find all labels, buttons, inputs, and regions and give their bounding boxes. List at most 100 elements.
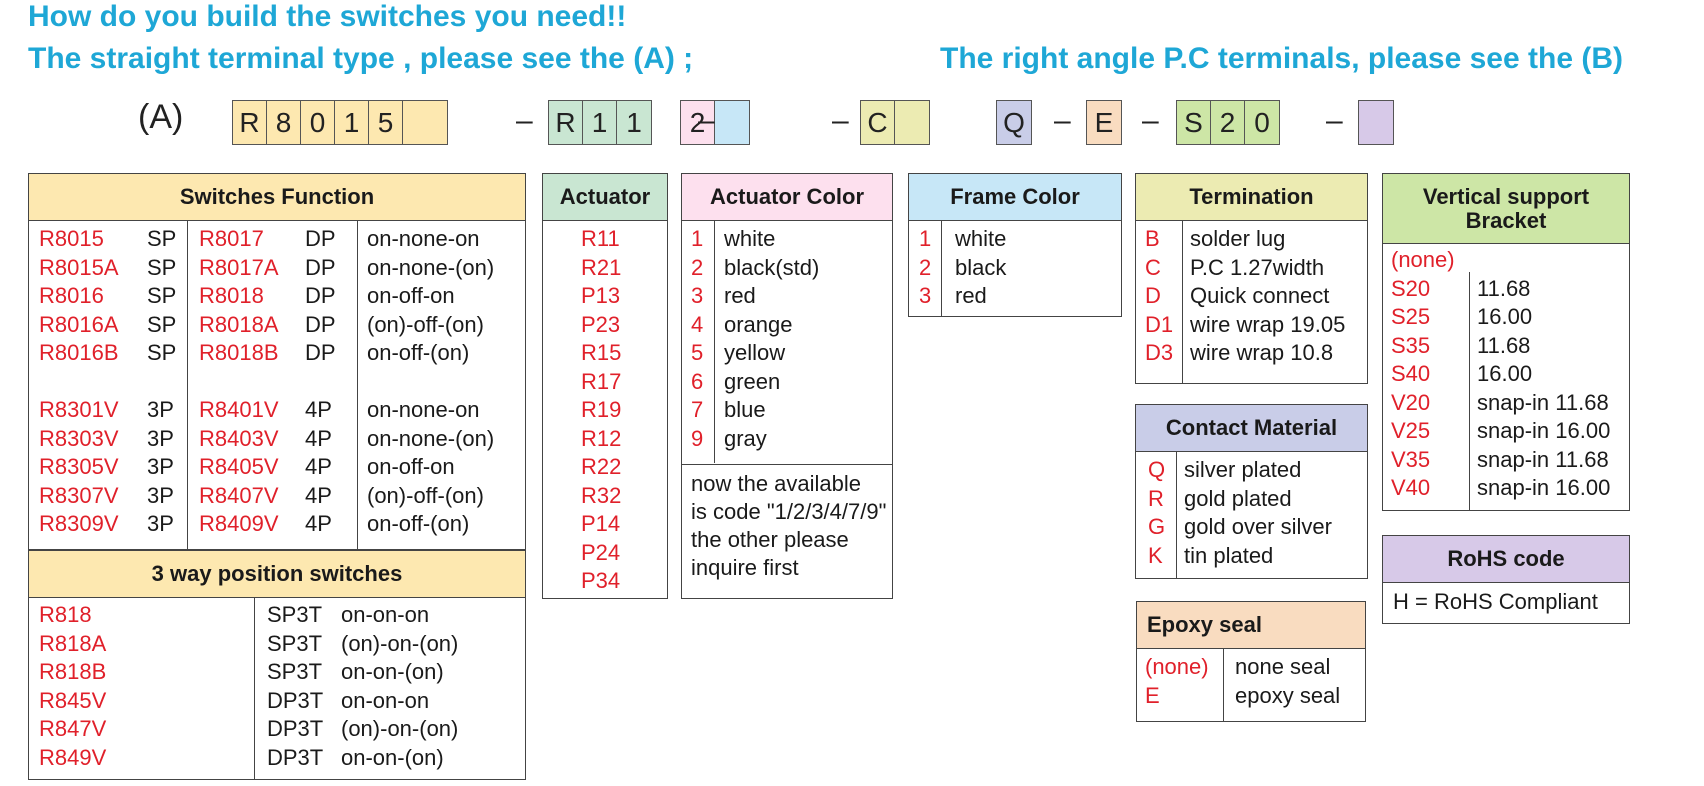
switch-cell: R8018A: [199, 311, 279, 337]
code-group-5: Q: [996, 100, 1032, 145]
color-code: 1: [691, 226, 704, 251]
actuator-code: P24: [581, 539, 621, 565]
termination-code: C: [1145, 254, 1161, 280]
actuator-code: R11: [581, 226, 620, 251]
color-code: 9: [691, 425, 704, 451]
three-way-code: R845V: [39, 687, 107, 713]
actuator-code: R32: [581, 482, 622, 508]
code-cell: [1359, 101, 1393, 144]
table-header: RoHS code: [1383, 536, 1629, 583]
table-header: Contact Material: [1136, 405, 1367, 452]
table-header: Epoxy seal: [1137, 602, 1365, 649]
rohs-text: H = RoHS Compliant: [1393, 589, 1598, 614]
color-note: inquire first: [691, 555, 799, 580]
switch-cell: R8305V: [39, 454, 119, 479]
code-group-6: E: [1086, 100, 1122, 145]
termination-name: wire wrap 10.8: [1190, 340, 1334, 365]
switch-cell: on-off-(on): [367, 340, 470, 365]
code-cell: [895, 101, 929, 144]
three-way-code: R849V: [39, 744, 107, 770]
switch-cell: on-none-on: [367, 226, 480, 251]
frame-code: 2: [919, 254, 932, 280]
color-note: now the available: [691, 471, 862, 496]
switch-cell: on-off-on: [367, 283, 455, 308]
code-cell: R: [549, 101, 583, 144]
switch-cell: R8407V: [199, 482, 279, 508]
termination-name: P.C 1.27width: [1190, 254, 1325, 280]
switch-cell: SP: [147, 226, 177, 251]
three-way-type: SP3T: [267, 630, 323, 656]
bracket-code: V25: [1391, 418, 1431, 443]
table-header: Actuator Color: [682, 174, 892, 221]
heading-straight-terminal: The straight terminal type , please see …: [28, 42, 694, 75]
color-code: 5: [691, 340, 704, 365]
bracket-value: snap-in 11.68: [1477, 446, 1609, 472]
termination-code: D1: [1145, 311, 1174, 337]
color-name: green: [724, 368, 781, 394]
switch-cell: R8307V: [39, 482, 119, 508]
table-header: Switches Function: [29, 174, 525, 221]
code-group-4: C: [860, 100, 930, 145]
column-divider: [941, 221, 942, 317]
header-line: Vertical support: [1422, 184, 1590, 210]
code-cell: 0: [301, 101, 335, 144]
switch-cell: SP: [147, 283, 177, 308]
color-name: blue: [724, 397, 766, 422]
termination-code: D: [1145, 283, 1161, 308]
epoxy-name: epoxy seal: [1235, 682, 1341, 708]
bracket-code: S35: [1391, 332, 1431, 358]
color-name: black(std): [724, 254, 820, 280]
switch-cell: DP: [305, 254, 336, 280]
switch-cell: (on)-off-(on): [367, 311, 484, 337]
switch-cell: on-off-on: [367, 454, 455, 479]
column-divider: [1182, 221, 1183, 384]
switch-cell: R8016: [39, 283, 104, 308]
code-label-a: (A): [138, 98, 184, 136]
termination-name: Quick connect: [1190, 283, 1330, 308]
three-way-code: R818: [39, 602, 92, 627]
switch-cell: SP: [147, 311, 177, 337]
column-divider: [357, 221, 358, 551]
contact-name: silver plated: [1184, 457, 1302, 482]
code-dash: –: [516, 104, 533, 137]
actuator-code: R17: [581, 368, 622, 394]
column-divider: [1176, 452, 1177, 579]
actuator-code: P14: [581, 511, 621, 536]
code-cell: 8: [267, 101, 301, 144]
switch-cell: R8409V: [199, 511, 279, 536]
code-dash: –: [1054, 104, 1071, 137]
three-way-function: on-on-(on): [341, 659, 444, 684]
frame-code: 3: [919, 283, 932, 308]
code-cell: Q: [1003, 106, 1025, 138]
frame-code: 1: [919, 226, 932, 251]
code-dash: –: [698, 104, 715, 137]
switch-cell: R8016B: [39, 340, 119, 365]
code-cell: R: [233, 101, 267, 144]
switch-cell: 4P: [305, 511, 332, 536]
code-cell: 2: [1211, 101, 1245, 144]
switch-cell: (on)-off-(on): [367, 482, 484, 508]
termination-code: D3: [1145, 340, 1174, 365]
color-code: 6: [691, 368, 704, 394]
three-way-function: (on)-on-(on): [341, 630, 459, 656]
three-way-type: SP3T: [267, 602, 323, 627]
contact-code: G: [1148, 514, 1166, 539]
table-header: Frame Color: [909, 174, 1121, 221]
epoxy-code: (none): [1145, 654, 1209, 679]
switch-cell: R8403V: [199, 425, 279, 451]
three-way-function: (on)-on-(on): [341, 716, 459, 741]
row-divider: [682, 464, 892, 465]
three-way-function: on-on-on: [341, 602, 430, 627]
table-header: 3 way position switches: [29, 551, 525, 598]
